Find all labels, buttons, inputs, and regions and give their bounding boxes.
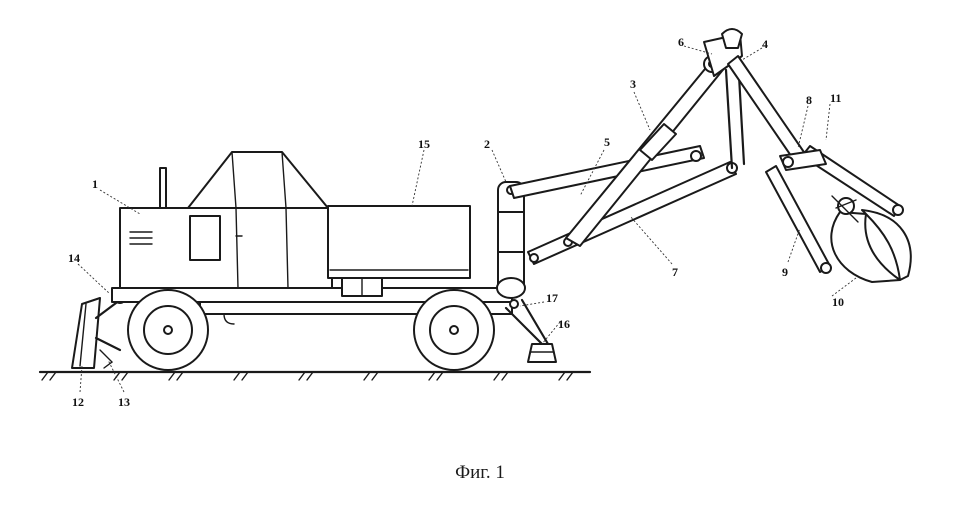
callout-7: 7 (672, 265, 678, 279)
callout-labels: 1 2 3 4 5 6 7 8 9 10 11 12 13 14 15 16 1… (68, 35, 844, 409)
callout-16: 16 (558, 317, 570, 331)
callout-1: 1 (92, 177, 98, 191)
top-mast (703, 28, 746, 170)
callout-3: 3 (630, 77, 636, 91)
figure-caption: Фиг. 1 (455, 462, 505, 483)
callout-17: 17 (546, 291, 558, 305)
outrigger (504, 298, 557, 363)
callout-6: 6 (678, 35, 684, 49)
grab-cylinders (765, 145, 904, 274)
callout-12: 12 (72, 395, 84, 409)
front-wheel (127, 289, 209, 371)
ground-line (38, 370, 592, 381)
callout-13: 13 (118, 395, 130, 409)
rear-wheel (413, 289, 495, 371)
callout-5: 5 (604, 135, 610, 149)
callout-11: 11 (830, 91, 841, 105)
callout-2: 2 (484, 137, 490, 151)
boom-arms (509, 145, 738, 265)
boom-column (496, 181, 526, 299)
dozer-blade (71, 292, 126, 369)
leader-lines (77, 45, 857, 393)
callout-8: 8 (806, 93, 812, 107)
rear-housing (327, 205, 471, 279)
callout-4: 4 (762, 37, 768, 51)
callout-14: 14 (68, 251, 80, 265)
clamshell-grab (830, 195, 912, 283)
callout-15: 15 (418, 137, 430, 151)
callout-10: 10 (832, 295, 844, 309)
callout-9: 9 (782, 265, 788, 279)
cab-body (119, 151, 333, 289)
